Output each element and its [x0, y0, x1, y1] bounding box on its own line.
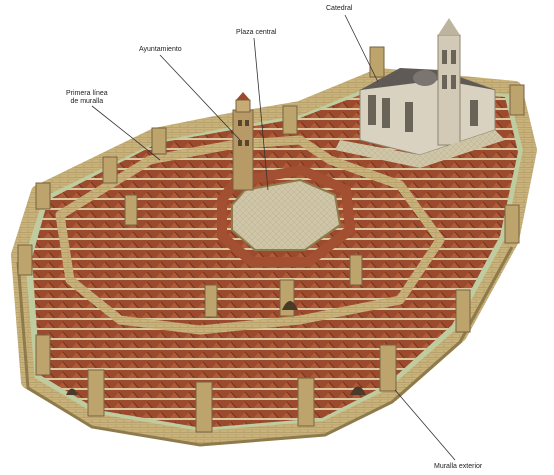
label-ayuntamiento: Ayuntamiento: [139, 46, 182, 53]
label-primera-linea: Primera línea de muralla: [66, 90, 108, 106]
label-primera-linea-line2: de muralla: [70, 98, 104, 105]
gate-inner: [282, 301, 298, 310]
label-muralla-exterior: Muralla exterior: [434, 463, 483, 470]
outer-wall: [11, 68, 537, 445]
label-plaza-central: Plaza central: [236, 29, 277, 36]
inner-wall: [55, 135, 445, 335]
label-catedral: Catedral: [326, 5, 353, 12]
central-plaza: [231, 178, 342, 251]
leader-lines: [91, 14, 456, 461]
gate-outer: [350, 386, 366, 395]
town-hall-tower: [232, 109, 254, 191]
cathedral-building: [335, 18, 505, 168]
label-primera-linea-line1: Primera línea: [66, 90, 108, 97]
wall-towers: [17, 46, 525, 433]
